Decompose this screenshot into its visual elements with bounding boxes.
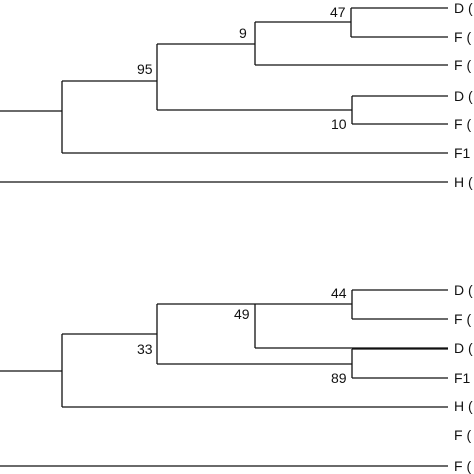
bootstrap-label: 10 (331, 116, 347, 132)
bootstrap-label: 47 (330, 4, 346, 20)
tip-label: F ( (454, 311, 471, 327)
bootstrap-label: 89 (331, 370, 347, 386)
tip-label: D ( (454, 88, 473, 104)
bootstrap-label: 9 (239, 25, 247, 41)
bootstrap-label: 49 (234, 306, 250, 322)
bootstrap-label: 95 (137, 61, 153, 77)
tip-label: F ( (454, 29, 471, 45)
tip-label: F1 (454, 145, 471, 161)
tip-label: F1 (454, 370, 471, 386)
bootstrap-label: 33 (137, 341, 153, 357)
tip-label: F ( (454, 57, 471, 73)
tip-label: F ( (454, 116, 471, 132)
bottom-tree: 44 49 33 89 D ( F ( D ( F1 H ( F ( F ( (0, 282, 473, 474)
tip-label: F ( (454, 427, 471, 443)
tip-label: H ( (454, 398, 473, 414)
tip-label: F ( (454, 458, 471, 474)
tip-label: D ( (454, 0, 473, 16)
top-tree: 47 9 95 10 D ( F ( F ( D ( F ( F1 H ( (0, 0, 473, 190)
tip-label: D ( (454, 340, 473, 356)
tip-label: D ( (454, 282, 473, 298)
tip-label: H ( (454, 174, 473, 190)
bootstrap-label: 44 (331, 285, 347, 301)
